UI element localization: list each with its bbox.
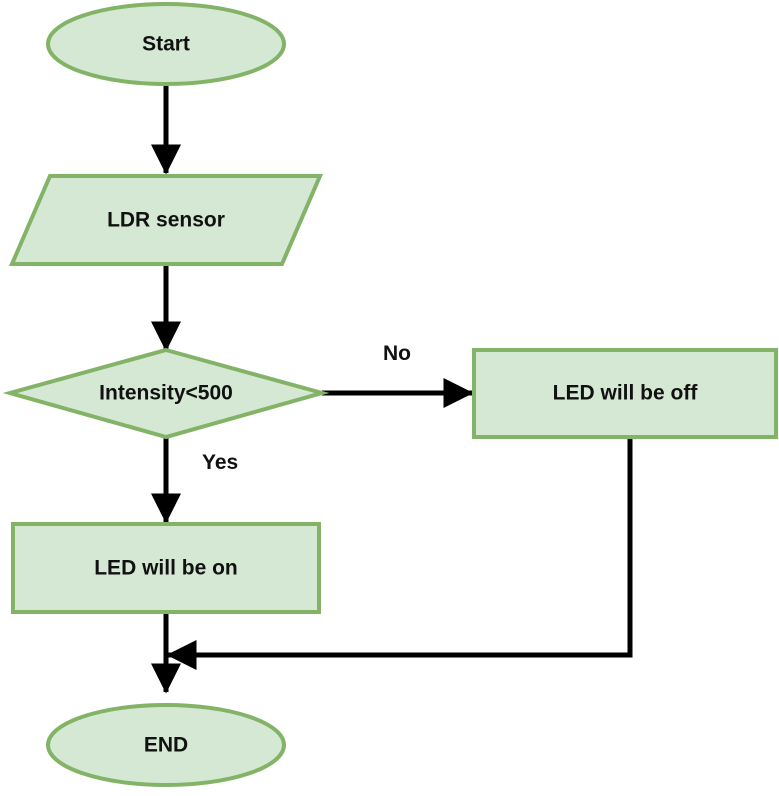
led-off-process-shape	[472, 348, 778, 439]
start-terminal-shape	[46, 2, 286, 86]
node-input: LDR sensor	[8, 174, 324, 266]
edge-led-off-to-end	[166, 437, 633, 670]
node-led-on-label: LED will be on	[94, 557, 238, 580]
node-led-off: LED will be off	[472, 348, 778, 439]
input-parallelogram-shape	[8, 174, 324, 266]
node-end: END	[46, 703, 286, 787]
node-end-label: END	[144, 734, 188, 757]
end-terminal-shape	[46, 703, 286, 787]
node-start-label: Start	[142, 33, 190, 56]
node-led-on: LED will be on	[11, 522, 321, 614]
decision-diamond-shape	[2, 347, 330, 440]
led-on-process-shape	[11, 522, 321, 614]
edge-label-yes: Yes	[202, 451, 238, 474]
edge-label-no: No	[383, 342, 411, 365]
node-decision: Intensity<500	[2, 347, 330, 440]
node-input-label: LDR sensor	[107, 209, 225, 232]
node-start: Start	[46, 2, 286, 86]
node-led-off-label: LED will be off	[553, 382, 699, 405]
node-decision-label: Intensity<500	[99, 382, 233, 405]
